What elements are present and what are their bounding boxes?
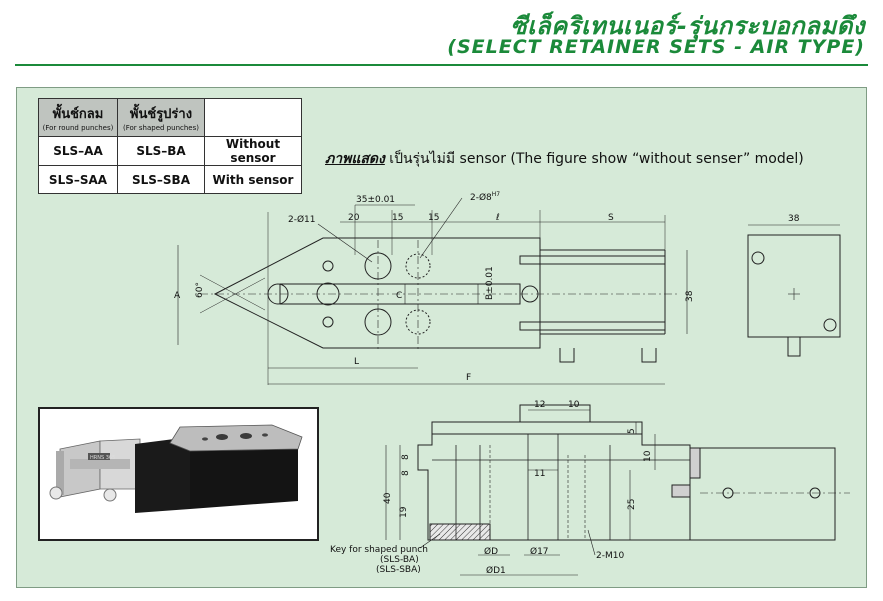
dim-10-top: 10: [568, 400, 580, 410]
key-note-line2: (SLS-BA): [380, 555, 419, 565]
table-row: SLS–SAA SLS–SBA With sensor: [38, 165, 302, 194]
dim-angle: 60°: [195, 282, 205, 298]
cell-round-model: SLS–SAA: [38, 165, 118, 194]
top-view-outline: [213, 237, 541, 349]
table-row: SLS–AA SLS–BA Without sensor: [38, 136, 302, 166]
header-shaped-punch: พั้นช์รูปร่าง (For shaped punches): [117, 98, 205, 137]
dim-s: S: [608, 213, 614, 223]
dim-11: 11: [534, 469, 545, 479]
cell-shaped-model: SLS–BA: [117, 136, 205, 166]
cell-round-model: SLS–AA: [38, 136, 118, 166]
dim-c: C: [396, 291, 402, 301]
dim-20: 20: [348, 213, 360, 223]
cell-description: Without sensor: [204, 136, 302, 166]
dim-38-top: 38: [788, 214, 800, 224]
dim-8a: 8: [401, 454, 411, 460]
dim-10-side: 10: [643, 450, 653, 462]
dim-f: F: [466, 373, 471, 383]
page-title-english: (SELECT RETAINER SETS - AIR TYPE): [447, 36, 865, 58]
dim-hole11: 2-Ø11: [288, 214, 316, 225]
photo-label: HRNS 365: [90, 455, 115, 461]
dim-o17: Ø17: [530, 546, 549, 557]
dim-15a: 15: [392, 213, 403, 223]
dim-12: 12: [534, 400, 545, 410]
caption-text: เป็นรุ่นไม่มี sensor (The figure show “w…: [384, 151, 804, 167]
key-note-line1: Key for shaped punch: [330, 545, 428, 555]
header-blank: [204, 98, 302, 137]
cell-description: With sensor: [204, 165, 302, 194]
spec-table-header: พั้นช์กลม (For round punches) พั้นช์รูปร…: [38, 98, 302, 137]
product-photo: HRNS 365: [38, 407, 319, 541]
dim-40: 40: [383, 492, 393, 504]
caption-lead: ภาพแสดง: [325, 151, 385, 167]
dim-15b: 15: [428, 213, 439, 223]
dim-od: ØD: [484, 546, 498, 557]
product-photo-image: HRNS 365: [40, 409, 313, 535]
page-title-thai: ซีเล็คริเทนเนอร์-รุ่นกระบอกลมดึง: [510, 12, 865, 40]
dim-25: 25: [627, 499, 637, 510]
dim-a: A: [174, 291, 181, 301]
dim-19: 19: [399, 506, 409, 518]
key-note-line3: (SLS-SBA): [376, 565, 421, 575]
title-underline: [15, 64, 868, 66]
dim-35: 35±0.01: [356, 195, 395, 205]
dim-m10: 2-M10: [596, 551, 624, 561]
cell-shaped-model: SLS–SBA: [117, 165, 205, 194]
dim-38-side: 38: [685, 290, 695, 302]
figure-caption: ภาพแสดง เป็นรุ่นไม่มี sensor (The figure…: [325, 148, 804, 170]
dim-hole8: 2-Ø8H7: [470, 191, 500, 203]
dim-5: 5: [627, 428, 637, 434]
dim-l-small: ℓ: [495, 213, 500, 223]
dim-b: B±0.01: [485, 266, 495, 300]
dim-od1: ØD1: [486, 565, 506, 576]
dim-l: L: [354, 357, 359, 367]
model-spec-table: พั้นช์กลม (For round punches) พั้นช์รูปร…: [38, 98, 302, 194]
dim-8b: 8: [401, 470, 411, 476]
header-round-punch: พั้นช์กลม (For round punches): [38, 98, 118, 137]
